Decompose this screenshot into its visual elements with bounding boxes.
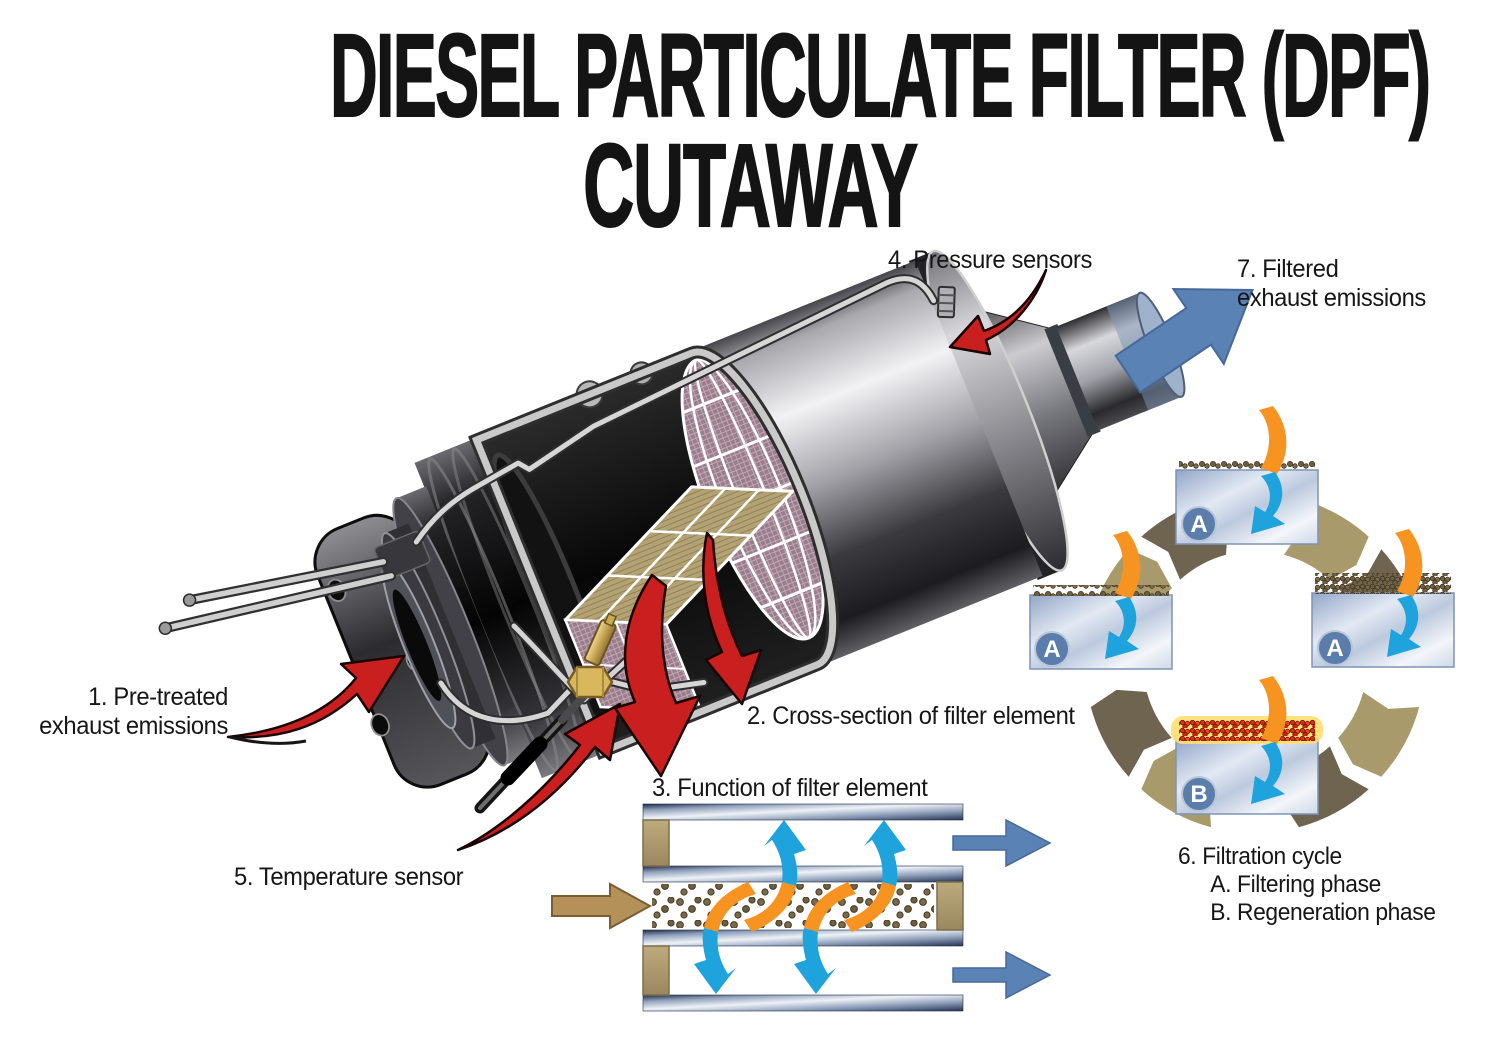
filter-function-diagram	[551, 803, 1052, 1012]
label-filtered-exhaust: 7. Filtered exhaust emissions	[1237, 255, 1426, 313]
phase-badge-letter: A	[1043, 636, 1060, 663]
label-pretreated-exhaust: 1. Pre-treated exhaust emissions	[38, 683, 228, 741]
label-filtration-cycle: 6. Filtration cycle A. Filtering phase B…	[1178, 843, 1436, 927]
pipe-step-ring	[1044, 323, 1101, 437]
phase-badge-letter: A	[1190, 511, 1207, 538]
phase-badge	[1181, 776, 1217, 812]
soot-particles-heavy	[1315, 573, 1451, 594]
cycle-caption-phase-a: A. Filtering phase	[1210, 871, 1381, 898]
pressure-sensor-fitting	[936, 285, 956, 319]
channel-plug	[642, 945, 670, 996]
filter-wall	[642, 994, 964, 1012]
temperature-sensor-arrow-icon	[456, 702, 622, 852]
phase-badge-letter: A	[1326, 635, 1343, 662]
label-leader-line	[229, 735, 307, 745]
soot-particles-light	[1033, 585, 1169, 596]
phase-badge	[1317, 630, 1353, 666]
hex-nut-facets	[576, 667, 604, 697]
phase-badge	[1181, 506, 1217, 542]
phase-badge	[1034, 631, 1070, 667]
function-arrow-icon	[613, 573, 702, 778]
filtration-cycle-diagram: A A B	[1029, 406, 1455, 828]
label-line: 7. Filtered	[1237, 255, 1339, 283]
cycle-stage-filtering-top: A	[1175, 406, 1319, 545]
label-line: 1. Pre-treated	[88, 683, 228, 711]
brass-hex-nut	[566, 665, 614, 699]
temperature-sensor	[474, 612, 618, 814]
dpf-canister	[158, 249, 1186, 789]
sensor-pipes-left	[158, 556, 397, 636]
probe-sleeve	[500, 736, 548, 786]
label-line: exhaust emissions	[1237, 284, 1426, 312]
label-function: 3. Function of filter element	[652, 774, 928, 802]
clean-gas-outlet-arrow-icon	[952, 818, 1052, 868]
burning-soot-particles	[1179, 720, 1315, 741]
temperature-sensor-tube	[436, 670, 709, 726]
inlet-flow-arrow-icon	[226, 654, 406, 739]
red-arrows	[226, 268, 1048, 852]
cross-section-arrow-icon	[702, 531, 763, 706]
cycle-stage-filtering-left: A	[1029, 531, 1173, 670]
label-temperature-sensor: 5. Temperature sensor	[234, 863, 464, 891]
cycle-stage-regeneration-bottom: B	[1171, 676, 1323, 815]
channel-plug	[642, 819, 670, 867]
filter-wall	[642, 865, 964, 883]
poster-title: DIESEL PARTICULATE FILTER (DPF) CUTAWAY	[0, 10, 1500, 252]
dirty-gas-inlet-arrow-icon	[551, 882, 653, 930]
inlet-opening	[392, 589, 442, 702]
brass-sensor-body	[583, 612, 618, 667]
label-cross-section: 2. Cross-section of filter element	[747, 702, 1075, 730]
pressure-sensor-arrow-icon	[948, 268, 1048, 356]
canister-shell-front	[414, 436, 607, 779]
pressure-sensor-tube	[411, 274, 939, 547]
phase-badge-letter: B	[1190, 781, 1207, 808]
flange-bolt-hole	[370, 713, 390, 737]
cycle-caption-phase-b: B. Regeneration phase	[1210, 899, 1436, 926]
label-line: exhaust emissions	[39, 712, 229, 740]
cycle-caption-title: 6. Filtration cycle	[1178, 843, 1342, 870]
filter-wall	[642, 803, 964, 821]
channel-plug	[936, 881, 964, 931]
clean-gas-outlet-arrow-icon	[952, 950, 1052, 1000]
title-line-2: CUTAWAY	[582, 119, 918, 252]
title-line-1: DIESEL PARTICULATE FILTER (DPF)	[329, 10, 1431, 142]
cycle-stage-filtering-right: A	[1311, 529, 1455, 668]
filtered-exhaust-arrow-icon	[1114, 287, 1254, 394]
label-pressure-sensors: 4. Pressure sensors	[888, 246, 1092, 274]
soot-particles-light	[1179, 460, 1315, 471]
